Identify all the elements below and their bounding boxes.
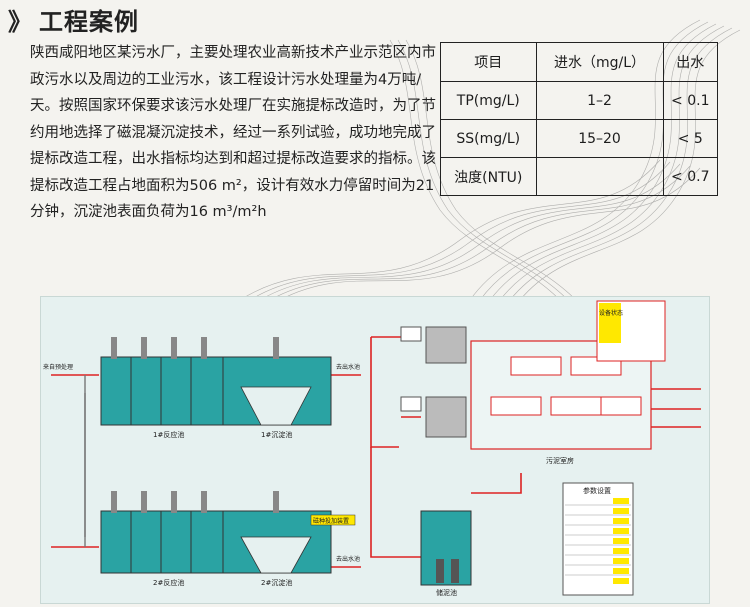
sludge-tank <box>420 510 472 586</box>
table-cell: 1–2 <box>535 81 664 120</box>
table-header: 出水 <box>662 42 719 82</box>
outlet-label-2: 去出水池 <box>336 555 360 563</box>
table-header-row: 项目 进水（mg/L） 出水 <box>440 42 719 82</box>
sludge-room-label: 污泥室房 <box>546 456 574 465</box>
process-schematic: 1#反应池 1#沉淀池 来自预处理 去出水池 磁种投加装置 2#反应池 2#沉淀… <box>40 296 710 604</box>
reaction-tank-2 <box>100 510 224 574</box>
table-cell: 浊度(NTU) <box>440 157 537 196</box>
reaction-tank-1 <box>100 356 224 426</box>
magnet-label: 磁种投加装置 <box>313 517 349 525</box>
table-row: SS(mg/L) 15–20 < 5 <box>440 119 719 158</box>
table-cell: < 5 <box>662 119 719 158</box>
table-cell: < 0.7 <box>662 157 719 196</box>
section-title-text: 工程案例 <box>39 8 139 36</box>
section-title: 》工程案例 <box>8 2 139 37</box>
table-row: TP(mg/L) 1–2 < 0.1 <box>440 81 719 120</box>
table-cell <box>535 157 664 196</box>
sludge-tank-label: 储泥池 <box>436 588 457 597</box>
table-cell: < 0.1 <box>662 81 719 120</box>
param-title: 参数设置 <box>583 486 611 495</box>
tank1-settle-label: 1#沉淀池 <box>261 430 292 439</box>
table-cell: SS(mg/L) <box>440 119 537 158</box>
table-cell: TP(mg/L) <box>440 81 537 120</box>
tank2-reaction-label: 2#反应池 <box>153 578 184 587</box>
tank1-reaction-label: 1#反应池 <box>153 430 184 439</box>
double-chevron-icon: 》 <box>8 8 33 36</box>
table-cell: 15–20 <box>535 119 664 158</box>
table-row: 浊度(NTU) < 0.7 <box>440 157 719 196</box>
intro-paragraph: 陕西咸阳地区某污水厂，主要处理农业高新技术产业示范区内市政污水以及周边的工业污水… <box>30 45 436 220</box>
water-quality-table: 项目 进水（mg/L） 出水 TP(mg/L) 1–2 < 0.1 SS(mg/… <box>440 42 719 196</box>
table-header: 项目 <box>440 42 537 82</box>
outlet-label-1: 去出水池 <box>336 363 360 371</box>
inlet-label: 来自预处理 <box>43 363 73 371</box>
schematic-drawing: 1#反应池 1#沉淀池 来自预处理 去出水池 磁种投加装置 2#反应池 2#沉淀… <box>43 300 701 597</box>
table-header: 进水（mg/L） <box>535 42 664 82</box>
tank2-settle-label: 2#沉淀池 <box>261 578 292 587</box>
status-box-label: 设备状态 <box>599 309 623 317</box>
